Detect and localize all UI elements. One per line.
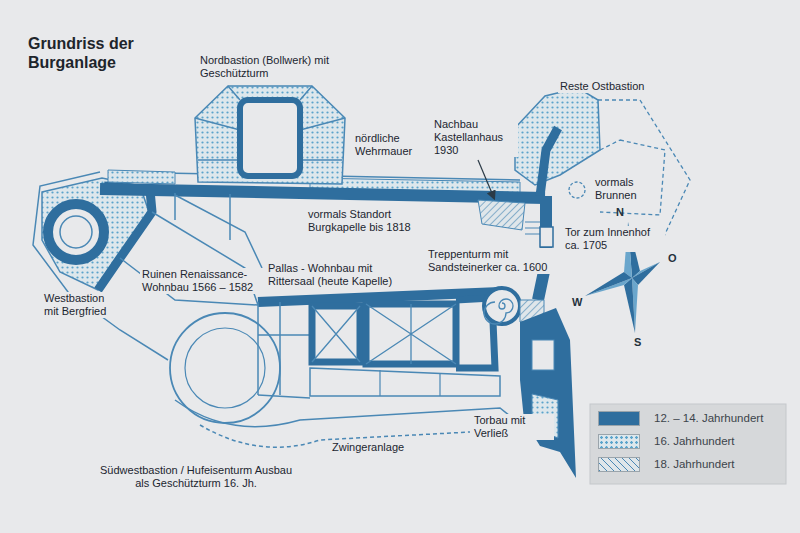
plan-title: Grundriss der Burganlage	[26, 34, 148, 72]
compass-letter: O	[666, 252, 679, 265]
southwest-bastion	[170, 313, 280, 423]
legend-swatch	[598, 411, 640, 426]
gate-building-part	[520, 308, 576, 478]
area-label-anchor: Zwingeranlage	[330, 441, 406, 454]
ruin-label: Ruinen Renaissance- Wohnbau 1566 – 1582	[140, 268, 264, 294]
bastion-label: Nordbastion (Bollwerk) mit Geschützturm	[198, 54, 342, 80]
stair-tower-part	[484, 288, 520, 324]
west-bastion-part	[48, 204, 104, 260]
kastellan-house-part	[525, 222, 540, 234]
legend-text: 12. – 14. Jahrhundert	[652, 412, 765, 425]
east-wall-part	[540, 227, 553, 247]
building-label: Nachbau Kastellanhaus 1930	[432, 118, 518, 157]
palas-part	[310, 368, 500, 396]
compass-rose-part	[624, 278, 635, 333]
palas-part	[312, 304, 456, 364]
kastellan-house	[478, 200, 540, 234]
east-bastion-part	[569, 182, 585, 198]
bastion-label-anchor: Reste Ostbastion	[558, 80, 646, 93]
legend-text: 16. Jahrhundert	[652, 435, 737, 448]
gate-building-part	[532, 340, 554, 370]
gate-label-anchor: Tor zum Innenhof ca. 1705	[563, 226, 665, 252]
wall-label-anchor: nördliche Wehrmauer	[353, 132, 433, 158]
well-label: vormals Brunnen	[593, 176, 653, 202]
north-bastion-part	[240, 100, 300, 176]
palas	[258, 292, 500, 396]
bastion-label: Westbastion mit Bergfried	[42, 292, 122, 318]
east-bastion-part	[540, 128, 558, 196]
plan-title-anchor: Grundriss der Burganlage	[26, 34, 148, 72]
area-label: Zwingeranlage	[330, 441, 406, 454]
gate-label-anchor: Torbau mit Verließ	[472, 414, 554, 440]
gate-building	[520, 308, 576, 478]
gate-label: Torbau mit Verließ	[472, 414, 554, 440]
outer-contour-part	[258, 395, 310, 398]
well-label-anchor: vormals Brunnen	[593, 176, 653, 202]
compass-rose-part	[585, 272, 632, 296]
palas-part	[258, 302, 310, 395]
palas-label: Pallas - Wohnbau mit Rittersaal (heute K…	[266, 262, 412, 288]
wall-label: nördliche Wehrmauer	[353, 132, 433, 158]
compass-letter-anchor: N	[614, 206, 626, 219]
gate-label: Tor zum Innenhof ca. 1705	[563, 226, 665, 252]
legend-row: 18. Jahrhundert	[598, 457, 778, 473]
bastion-label-anchor: Südwestbastion / Hufeisenturm Ausbau als…	[98, 464, 294, 490]
chapel-label: vormals Standort Burgkapelle bis 1818	[306, 208, 432, 234]
ruin-label-anchor: Ruinen Renaissance- Wohnbau 1566 – 1582	[140, 268, 264, 294]
bastion-label: Südwestbastion / Hufeisenturm Ausbau als…	[98, 464, 294, 490]
tower-label: Treppenturm mit Sandsteinerker ca. 1600	[426, 248, 560, 274]
compass-letter: W	[570, 296, 584, 309]
legend-text: 18. Jahrhundert	[652, 458, 737, 471]
compass-letter-anchor: W	[570, 296, 584, 309]
bastion-label: Reste Ostbastion	[558, 80, 646, 93]
outer-contour-part	[33, 172, 168, 360]
compass-rose-part	[632, 262, 660, 285]
west-bastion-part	[60, 216, 92, 248]
palas-label-anchor: Pallas - Wohnbau mit Rittersaal (heute K…	[266, 262, 412, 288]
compass-letter: N	[614, 206, 626, 219]
southwest-bastion-part	[185, 328, 265, 408]
stair-tower-part	[484, 299, 513, 324]
leader-line	[478, 160, 494, 198]
building-label-anchor: Nachbau Kastellanhaus 1930	[432, 118, 518, 157]
north-wall-part	[108, 170, 175, 184]
legend-panel	[590, 404, 786, 484]
kastellan-house-part	[478, 200, 525, 230]
tower-label-anchor: Treppenturm mit Sandsteinerker ca. 1600	[426, 248, 560, 274]
southwest-bastion-part	[170, 313, 280, 423]
legend-row: 12. – 14. Jahrhundert	[598, 411, 778, 427]
bastion-label-anchor: Nordbastion (Bollwerk) mit Geschützturm	[198, 54, 342, 80]
north-bastion-part	[195, 86, 345, 184]
legend-panel-part	[590, 404, 786, 484]
north-wall-part	[100, 189, 545, 198]
chapel-label-anchor: vormals Standort Burgkapelle bis 1818	[306, 208, 432, 234]
north-bastion	[195, 86, 345, 184]
legend-row: 16. Jahrhundert	[598, 434, 778, 450]
outer-contour	[33, 172, 540, 447]
legend-swatch	[598, 457, 640, 472]
east-bastion-part	[572, 100, 690, 245]
compass-letter-anchor: S	[632, 336, 643, 349]
renaissance-ruin-part	[175, 195, 262, 268]
leader-line-part	[478, 160, 494, 198]
compass-letter: S	[632, 336, 643, 349]
compass-letter-anchor: O	[666, 252, 679, 265]
palas-part	[380, 370, 440, 396]
legend-swatch	[598, 434, 640, 449]
bastion-label-anchor: Westbastion mit Bergfried	[42, 292, 122, 318]
